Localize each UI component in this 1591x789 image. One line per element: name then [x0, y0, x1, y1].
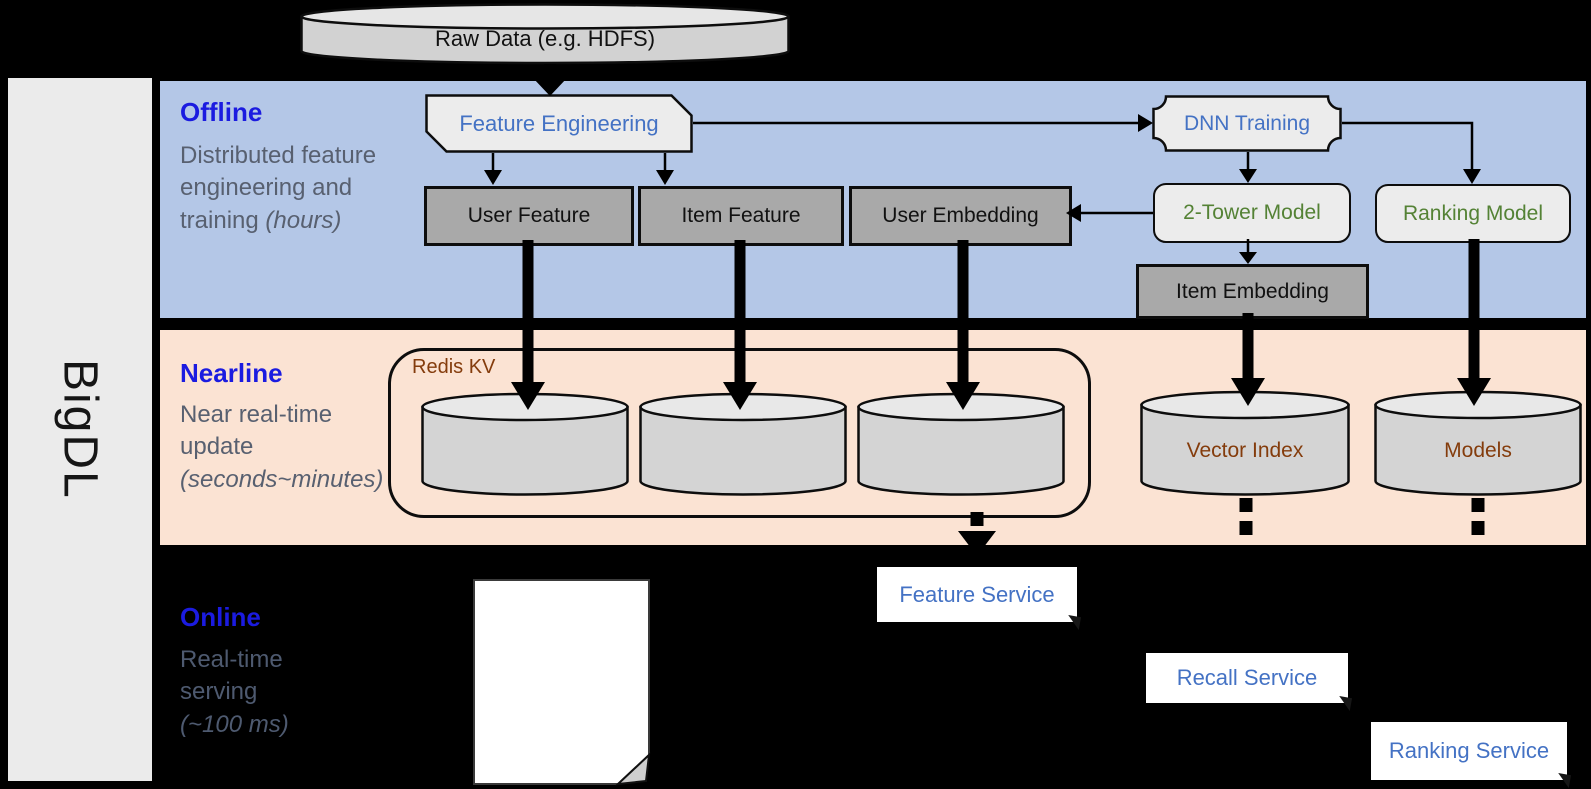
feature-engineering-node: Feature Engineering	[425, 94, 693, 153]
item-embedding-label: Item Embedding	[1176, 279, 1329, 303]
dnn-training-node: DNN Training	[1152, 95, 1342, 152]
redis-kv-label: Redis KV	[412, 356, 496, 378]
feature-engineering-label: Feature Engineering	[459, 110, 659, 136]
nearline-description: Near real-time update (seconds~minutes)	[180, 401, 384, 493]
dnn-training-label: DNN Training	[1183, 111, 1311, 135]
raw-data-label: Raw Data (e.g. HDFS)	[434, 26, 656, 51]
nearline-title: Nearline	[180, 358, 283, 388]
plaque-shape	[1152, 95, 1342, 152]
brand-label: BigDL	[53, 359, 107, 500]
two-tower-model-label: 2-Tower Model	[1183, 201, 1321, 224]
models-label: Models	[1444, 438, 1512, 462]
folded-corner-icon	[1336, 695, 1353, 712]
redis-cylinder-3	[857, 392, 1065, 497]
two-tower-model-node: 2-Tower Model	[1153, 183, 1351, 243]
bigdl-sidebar: BigDL	[8, 78, 152, 781]
user-embedding-label: User Embedding	[882, 204, 1039, 227]
vector-index-label: Vector Index	[1186, 438, 1304, 462]
vector-index-store: Vector Index	[1140, 390, 1350, 497]
cylinder-shape	[639, 392, 847, 496]
feature-service-label: Feature Service	[899, 581, 1055, 607]
models-store: Models	[1374, 390, 1582, 497]
online-description: Real-time serving (~100 ms)	[180, 646, 289, 738]
folded-corner-icon	[1555, 772, 1572, 789]
redis-cylinder-2	[639, 392, 847, 497]
offline-description: Distributed feature engineering and trai…	[180, 142, 377, 234]
user-feature-label: User Feature	[467, 204, 591, 227]
folded-corner-icon	[1065, 614, 1082, 631]
snip-rect-shape	[425, 94, 693, 153]
item-feature-label: Item Feature	[681, 204, 801, 227]
feature-service-node: Feature Service	[877, 567, 1082, 631]
user-feature-node: User Feature	[424, 186, 634, 246]
cylinder-shape	[421, 392, 629, 496]
cylinder-shape	[857, 392, 1065, 496]
ranking-model-label: Ranking Model	[1402, 201, 1544, 225]
item-embedding-node: Item Embedding	[1136, 264, 1369, 319]
recommender-service-node: Recommender Service	[473, 579, 651, 786]
online-title: Online	[180, 602, 261, 632]
cylinder-shape	[300, 3, 790, 65]
ranking-service-label: Ranking Service	[1388, 738, 1550, 763]
raw-data-store: Raw Data (e.g. HDFS)	[300, 3, 790, 65]
user-embedding-node: User Embedding	[849, 186, 1072, 246]
ranking-service-node: Ranking Service	[1371, 722, 1572, 789]
document-shape	[473, 579, 651, 786]
offline-title: Offline	[180, 97, 263, 127]
folded-corner-icon	[615, 752, 651, 786]
recall-service-node: Recall Service	[1146, 653, 1353, 712]
redis-cylinder-1	[421, 392, 629, 497]
item-feature-node: Item Feature	[638, 186, 844, 246]
recall-service-label: Recall Service	[1176, 665, 1318, 690]
ranking-model-node: Ranking Model	[1375, 184, 1571, 243]
